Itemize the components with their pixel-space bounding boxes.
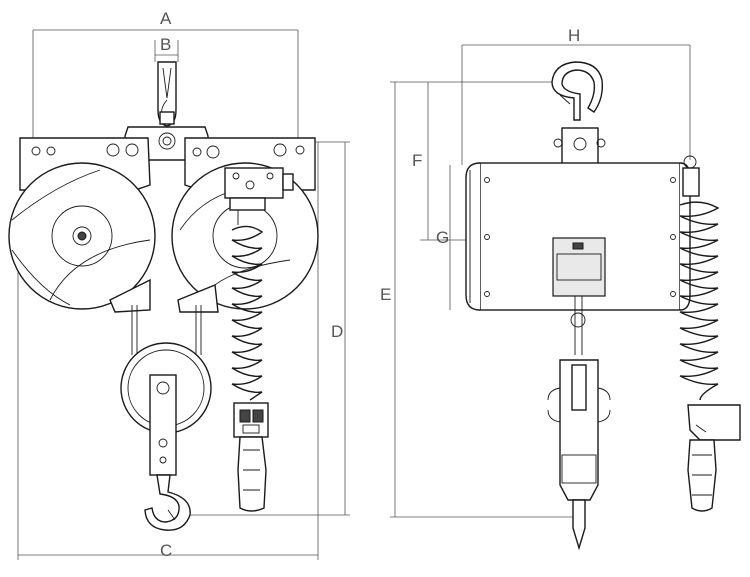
dimension-d-label: D <box>331 322 343 341</box>
dimension-b: B <box>154 35 179 62</box>
side-lower-block <box>547 296 611 551</box>
pendant-controller <box>233 402 269 512</box>
nameplate <box>552 237 606 297</box>
coiled-control-cable <box>231 210 264 401</box>
left-trolley-wheel <box>8 162 156 313</box>
dimension-b-label: B <box>160 35 171 54</box>
side-top-hook <box>551 61 604 121</box>
dimension-c-label: C <box>160 541 172 560</box>
dimension-e-label: E <box>380 285 391 304</box>
dimension-f: F <box>412 82 429 240</box>
bottom-hook <box>144 474 191 531</box>
side-coiled-cable <box>679 155 720 401</box>
side-hanger <box>553 127 606 195</box>
top-suspension-hook <box>157 61 177 127</box>
dimension-h-label: H <box>568 26 580 45</box>
dimension-f-label: F <box>412 151 422 170</box>
dimension-c: C <box>17 142 319 560</box>
dimension-g-label: G <box>436 228 449 247</box>
pulley-block <box>120 342 212 476</box>
dimension-h: H <box>461 26 691 165</box>
front-view: A B C D <box>8 9 350 560</box>
dimension-e: E <box>380 81 575 518</box>
side-view: H E F G <box>380 26 741 551</box>
control-box <box>224 167 294 211</box>
load-chain <box>131 305 202 355</box>
dimension-a: A <box>32 9 299 142</box>
side-pendant-controller <box>687 404 741 512</box>
dimension-a-label: A <box>160 9 172 28</box>
